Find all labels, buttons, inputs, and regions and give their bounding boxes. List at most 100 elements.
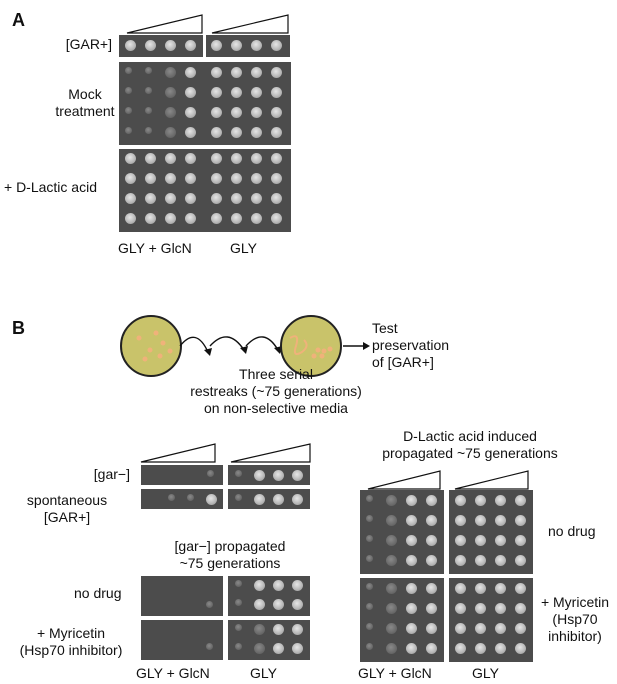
schematic-middle-text: Three serial restreaks (~75 generations)… bbox=[190, 366, 362, 416]
arrow-head bbox=[274, 346, 282, 354]
yeast-spot bbox=[251, 107, 262, 118]
label-no-drug-left: no drug bbox=[74, 585, 122, 601]
yeast-spot bbox=[406, 535, 417, 546]
yeast-spot bbox=[406, 643, 417, 654]
colony bbox=[157, 353, 163, 359]
yeast-spot bbox=[125, 127, 132, 134]
yeast-spot bbox=[271, 173, 282, 184]
yeast-spot bbox=[495, 583, 506, 594]
label-myricetin-left: + Myricetin (Hsp70 inhibitor) bbox=[19, 625, 123, 658]
yeast-spot bbox=[251, 153, 262, 164]
colony bbox=[327, 346, 333, 352]
yeast-spot bbox=[271, 127, 282, 138]
yeast-spot bbox=[211, 127, 222, 138]
label-d-lactic: + D-Lactic acid bbox=[4, 179, 97, 195]
yeast-spot bbox=[475, 583, 486, 594]
yeast-spot bbox=[366, 555, 373, 562]
yeast-spot bbox=[251, 193, 262, 204]
yeast-spot bbox=[207, 470, 214, 477]
yeast-spot bbox=[206, 601, 213, 608]
yeast-spot bbox=[292, 494, 303, 505]
yeast-spot bbox=[254, 624, 265, 635]
col-label-b-right-1: GLY + GlcN bbox=[358, 665, 432, 681]
yeast-spot bbox=[406, 555, 417, 566]
yeast-spot bbox=[515, 515, 526, 526]
yeast-spot bbox=[495, 535, 506, 546]
colony bbox=[147, 347, 153, 353]
yeast-spot bbox=[475, 535, 486, 546]
yeast-spot bbox=[231, 213, 242, 224]
yeast-spot bbox=[145, 127, 152, 134]
plate-b-myricetin-left bbox=[141, 620, 223, 660]
yeast-spot bbox=[366, 623, 373, 630]
colony bbox=[142, 356, 148, 362]
yeast-spot bbox=[165, 40, 176, 51]
yeast-spot bbox=[273, 580, 284, 591]
yeast-spot bbox=[165, 67, 176, 78]
yeast-spot bbox=[475, 495, 486, 506]
yeast-spot bbox=[165, 107, 176, 118]
yeast-spot bbox=[292, 599, 303, 610]
yeast-spot bbox=[254, 643, 265, 654]
yeast-spot bbox=[185, 107, 196, 118]
yeast-spot bbox=[145, 67, 152, 74]
petri-plate-right bbox=[280, 315, 342, 377]
yeast-spot bbox=[145, 153, 156, 164]
yeast-spot bbox=[254, 599, 265, 610]
yeast-spot bbox=[185, 173, 196, 184]
petri-plate-left bbox=[120, 315, 182, 377]
yeast-spot bbox=[406, 495, 417, 506]
plate-b-spont-left bbox=[141, 489, 223, 509]
yeast-spot bbox=[271, 107, 282, 118]
yeast-spot bbox=[426, 603, 437, 614]
dilution-wedge bbox=[454, 470, 529, 490]
yeast-spot bbox=[515, 643, 526, 654]
yeast-spot bbox=[168, 494, 175, 501]
yeast-spot bbox=[251, 213, 262, 224]
yeast-spot bbox=[185, 127, 196, 138]
yeast-spot bbox=[231, 193, 242, 204]
label-myricetin-right: + Myricetin (Hsp70 inhibitor) bbox=[540, 594, 610, 644]
plate-b-garminus-left bbox=[141, 465, 223, 485]
yeast-spot bbox=[125, 107, 132, 114]
yeast-spot bbox=[271, 40, 282, 51]
yeast-spot bbox=[251, 173, 262, 184]
yeast-spot bbox=[254, 580, 265, 591]
yeast-spot bbox=[386, 643, 397, 654]
yeast-spot bbox=[292, 580, 303, 591]
col-label-a-left: GLY + GlcN bbox=[118, 240, 192, 256]
yeast-spot bbox=[455, 555, 466, 566]
yeast-spot bbox=[386, 583, 397, 594]
col-label-b-right-2: GLY bbox=[472, 665, 499, 681]
label-gar-plus: [GAR+] bbox=[65, 36, 112, 52]
yeast-spot bbox=[235, 624, 242, 631]
yeast-spot bbox=[165, 127, 176, 138]
yeast-spot bbox=[187, 494, 194, 501]
arrow-head bbox=[363, 342, 370, 350]
yeast-spot bbox=[273, 624, 284, 635]
yeast-spot bbox=[125, 40, 136, 51]
yeast-spot bbox=[386, 603, 397, 614]
yeast-spot bbox=[366, 603, 373, 610]
yeast-spot bbox=[366, 495, 373, 502]
colony bbox=[160, 340, 166, 346]
restreak-arrow bbox=[245, 336, 279, 351]
colony bbox=[167, 348, 173, 354]
yeast-spot bbox=[145, 213, 156, 224]
restreak-arrow bbox=[209, 336, 245, 351]
yeast-spot bbox=[271, 153, 282, 164]
yeast-spot bbox=[211, 67, 222, 78]
col-label-b-left-2: GLY bbox=[250, 665, 277, 681]
yeast-spot bbox=[231, 40, 242, 51]
yeast-spot bbox=[366, 515, 373, 522]
yeast-spot bbox=[165, 153, 176, 164]
yeast-spot bbox=[231, 87, 242, 98]
col-label-a-right: GLY bbox=[230, 240, 257, 256]
yeast-spot bbox=[426, 643, 437, 654]
plate-b-spont-right bbox=[228, 489, 310, 509]
yeast-spot bbox=[251, 67, 262, 78]
yeast-spot bbox=[406, 583, 417, 594]
yeast-spot bbox=[145, 193, 156, 204]
